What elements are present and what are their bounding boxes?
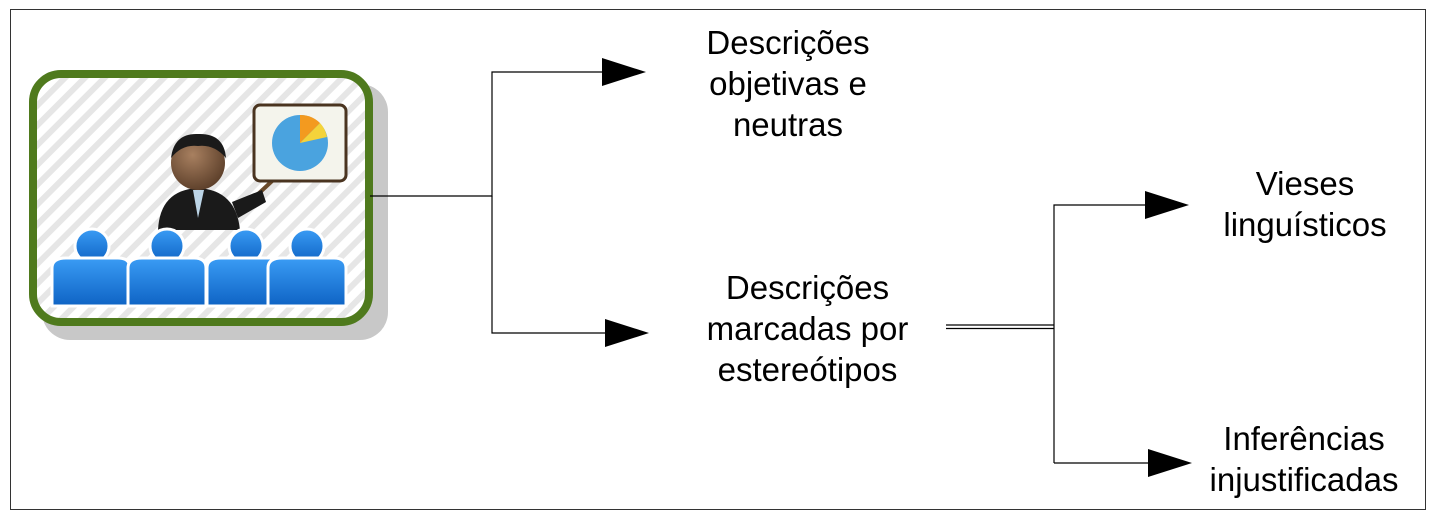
connector-biases [1053, 204, 1146, 463]
arrowhead-biases [1145, 191, 1189, 219]
node-stereotyped-descriptions: Descrições marcadas por estereótipos [706, 269, 909, 388]
connector-stereotype [491, 196, 607, 334]
audience-icon [50, 227, 348, 308]
connector-objective [370, 71, 606, 197]
diagram-frame [10, 9, 1426, 510]
presentation-board-icon [252, 103, 348, 198]
presenter-icon [158, 133, 266, 230]
arrowhead-inferences [1148, 449, 1192, 477]
node-objective-descriptions: Descrições objetivas e neutras [706, 24, 870, 143]
arrowhead-objective [602, 58, 646, 86]
node-linguistic-biases: Vieses linguísticos [1223, 165, 1387, 243]
connector-lines [370, 71, 1150, 464]
arrowhead-stereotype [605, 319, 649, 347]
node-unjustified-inferences: Inferências injustificadas [1209, 420, 1399, 498]
presenter-with-audience-icon [29, 70, 388, 340]
